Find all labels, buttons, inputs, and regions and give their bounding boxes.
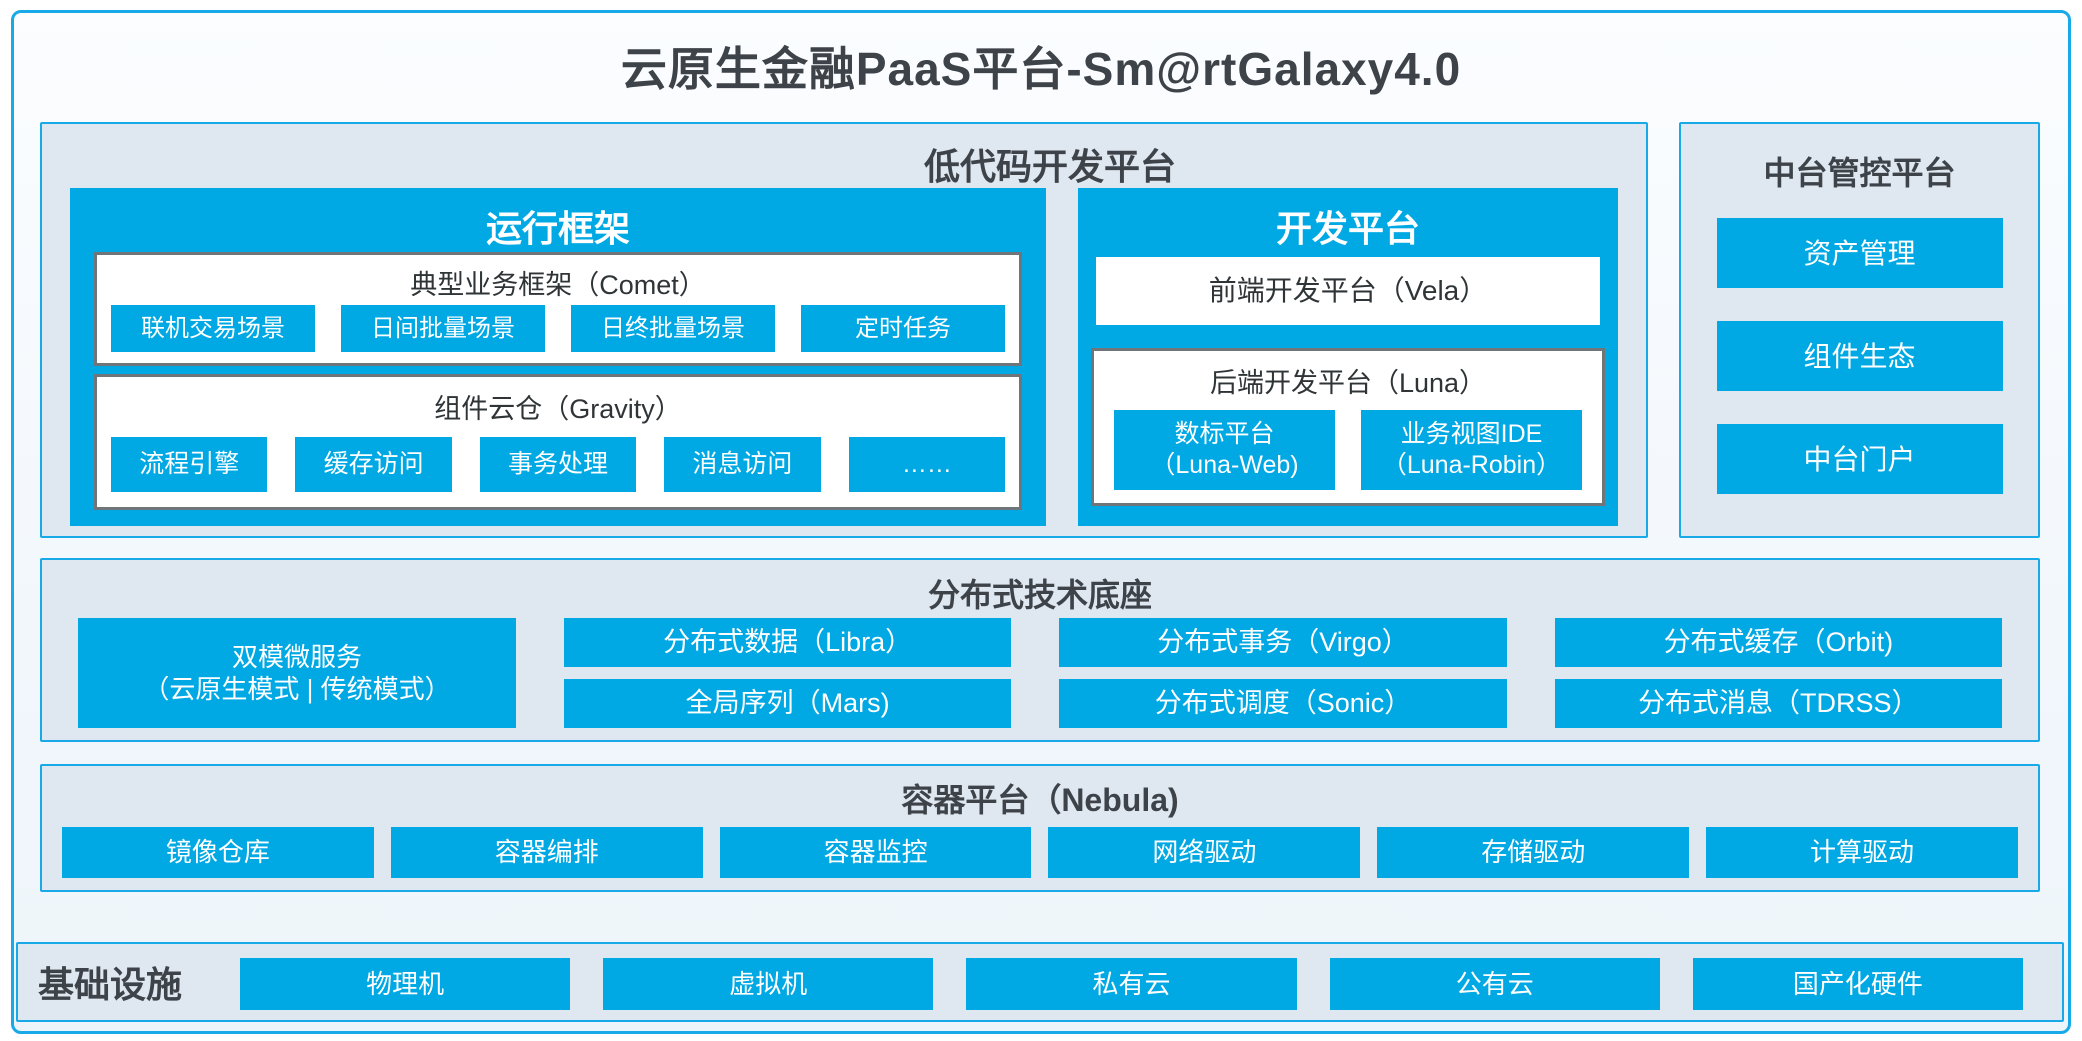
distributed-item-virgo: 分布式事务（Virgo） — [1059, 618, 1507, 667]
luna-item-robin: 业务视图IDE （Luna-Robin） — [1361, 410, 1582, 490]
distributed-item-sonic: 分布式调度（Sonic） — [1059, 679, 1507, 728]
comet-item: 定时任务 — [801, 305, 1005, 352]
runtime-framework-box: 运行框架 典型业务框架（Comet） 联机交易场景 日间批量场景 日终批量场景 … — [70, 188, 1046, 526]
infra-item-vm: 虚拟机 — [603, 958, 934, 1010]
gravity-box: 组件云仓（Gravity） 流程引擎 缓存访问 事务处理 消息访问 …… — [94, 374, 1022, 510]
mid-platform-title: 中台管控平台 — [1763, 155, 1956, 191]
container-item-orchestration: 容器编排 — [390, 827, 703, 878]
distributed-item-tdrss: 分布式消息（TDRSS） — [1554, 679, 2002, 728]
infrastructure-items-row: 物理机 虚拟机 私有云 公有云 国产化硬件 — [240, 958, 2024, 1010]
distributed-base-box: 分布式技术底座 双模微服务 （云原生模式 | 传统模式） 分布式数据（Libra… — [40, 558, 2040, 742]
gravity-item: 流程引擎 — [111, 437, 268, 492]
runtime-framework-title: 运行框架 — [485, 208, 630, 249]
mid-platform-item-asset: 资产管理 — [1716, 218, 2003, 288]
container-items-row: 镜像仓库 容器编排 容器监控 网络驱动 存储驱动 计算驱动 — [62, 827, 2018, 878]
infra-item-domestic-hw: 国产化硬件 — [1692, 958, 2024, 1010]
microservice-line1: 双模微服务 — [231, 641, 362, 672]
comet-items-row: 联机交易场景 日间批量场景 日终批量场景 定时任务 — [111, 305, 1005, 352]
gravity-item: 事务处理 — [479, 437, 637, 492]
container-platform-title: 容器平台（Nebula) — [901, 782, 1179, 818]
infra-item-physical: 物理机 — [240, 958, 571, 1010]
luna-item-robin-line1: 业务视图IDE — [1400, 419, 1543, 448]
distributed-col-2: 分布式数据（Libra） 全局序列（Mars) — [564, 618, 1012, 728]
mid-platform-item-component: 组件生态 — [1716, 321, 2003, 391]
microservice-item: 双模微服务 （云原生模式 | 传统模式） — [78, 618, 516, 728]
infrastructure-title: 基础设施 — [38, 964, 183, 1005]
infrastructure-box: 基础设施 物理机 虚拟机 私有云 公有云 国产化硬件 — [16, 942, 2064, 1022]
distributed-col-4: 分布式缓存（Orbit) 分布式消息（TDRSS） — [1554, 618, 2002, 728]
gravity-title: 组件云仓（Gravity） — [434, 394, 682, 424]
luna-items-row: 数标平台 （Luna-Web) 业务视图IDE （Luna-Robin） — [1114, 410, 1582, 490]
mid-platform-box: 中台管控平台 资产管理 组件生态 中台门户 — [1679, 122, 2040, 538]
gravity-items-row: 流程引擎 缓存访问 事务处理 消息访问 …… — [111, 437, 1006, 492]
dev-platform-box: 开发平台 前端开发平台（Vela） 后端开发平台（Luna） 数标平台 （Lun… — [1078, 188, 1618, 526]
gravity-item-ellipsis: …… — [848, 437, 1006, 492]
container-item-compute: 计算驱动 — [1706, 827, 2018, 878]
lowcode-platform-box: 低代码开发平台 运行框架 典型业务框架（Comet） 联机交易场景 日间批量场景… — [40, 122, 1648, 538]
container-item-registry: 镜像仓库 — [62, 827, 374, 878]
distributed-col-microservice: 双模微服务 （云原生模式 | 传统模式） — [78, 618, 516, 728]
luna-box: 后端开发平台（Luna） 数标平台 （Luna-Web) 业务视图IDE （Lu… — [1091, 348, 1605, 506]
distributed-item-mars: 全局序列（Mars) — [564, 679, 1012, 728]
distributed-col-3: 分布式事务（Virgo） 分布式调度（Sonic） — [1059, 618, 1507, 728]
infra-item-public-cloud: 公有云 — [1329, 958, 1660, 1010]
container-item-storage: 存储驱动 — [1377, 827, 1690, 878]
comet-box: 典型业务框架（Comet） 联机交易场景 日间批量场景 日终批量场景 定时任务 — [94, 252, 1022, 366]
luna-item-robin-line2: （Luna-Robin） — [1381, 451, 1562, 479]
comet-item: 联机交易场景 — [111, 305, 315, 352]
distributed-item-orbit: 分布式缓存（Orbit) — [1554, 618, 2002, 667]
vela-box: 前端开发平台（Vela） — [1096, 257, 1600, 325]
luna-item-web-line2: （Luna-Web) — [1150, 451, 1299, 479]
vela-label: 前端开发平台（Vela） — [1208, 275, 1488, 306]
distributed-base-title: 分布式技术底座 — [927, 577, 1152, 613]
mid-platform-item-portal: 中台门户 — [1716, 424, 2003, 494]
luna-item-web-line1: 数标平台 — [1174, 419, 1275, 448]
dev-platform-title: 开发平台 — [1275, 208, 1420, 249]
comet-item: 日终批量场景 — [571, 305, 775, 352]
container-platform-box: 容器平台（Nebula) 镜像仓库 容器编排 容器监控 网络驱动 存储驱动 计算… — [40, 764, 2040, 892]
luna-item-web: 数标平台 （Luna-Web) — [1114, 410, 1335, 490]
lowcode-platform-title: 低代码开发平台 — [923, 146, 1177, 187]
microservice-line2: （云原生模式 | 传统模式） — [143, 674, 451, 704]
outer-frame: 云原生金融PaaS平台-Sm@rtGalaxy4.0 低代码开发平台 运行框架 … — [11, 10, 2071, 1034]
gravity-item: 消息访问 — [664, 437, 821, 492]
page-title: 云原生金融PaaS平台-Sm@rtGalaxy4.0 — [620, 43, 1462, 95]
distributed-item-libra: 分布式数据（Libra） — [564, 618, 1012, 667]
gravity-item: 缓存访问 — [295, 437, 452, 492]
comet-title: 典型业务框架（Comet） — [410, 270, 706, 300]
container-item-monitoring: 容器监控 — [719, 827, 1032, 878]
container-item-network: 网络驱动 — [1048, 827, 1361, 878]
distributed-grid: 双模微服务 （云原生模式 | 传统模式） 分布式数据（Libra） 全局序列（M… — [78, 618, 2002, 728]
infra-item-private-cloud: 私有云 — [966, 958, 1297, 1010]
luna-title: 后端开发平台（Luna） — [1209, 368, 1487, 398]
comet-item: 日间批量场景 — [341, 305, 545, 352]
